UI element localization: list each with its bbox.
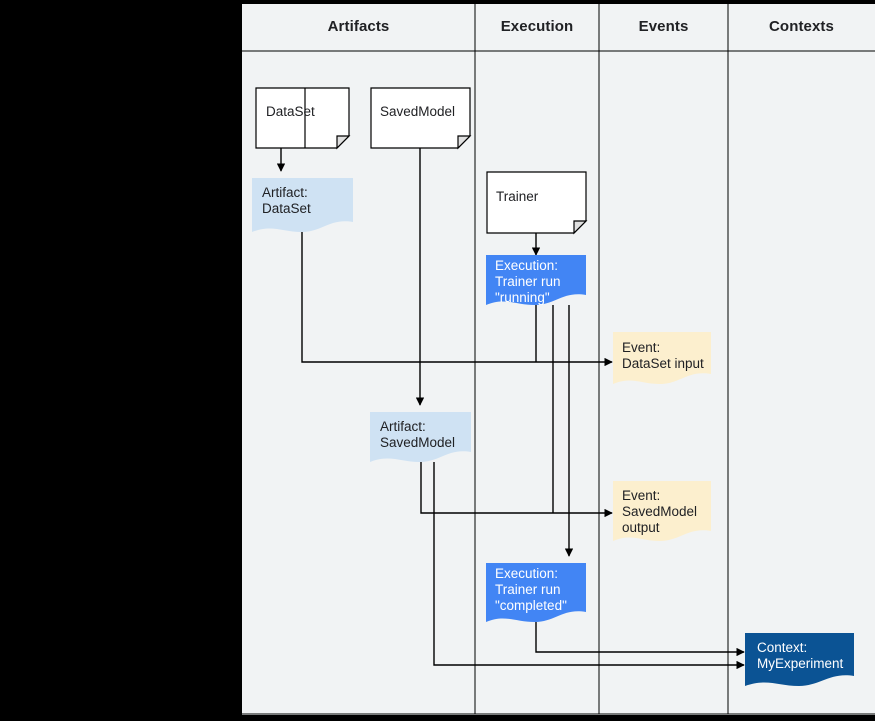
- node-dataset-type[interactable]: [255, 87, 351, 150]
- column-header-contexts: Contexts: [769, 18, 834, 35]
- edge-artifact-savedmodel-to-event-output: [420, 462, 613, 518]
- node-artifact-savedmodel[interactable]: [370, 412, 471, 462]
- edge-execution-completed-to-context: [535, 622, 745, 657]
- column-header-execution: Execution: [500, 18, 574, 35]
- node-event-savedmodel-output[interactable]: [613, 481, 711, 541]
- node-context-myexperiment[interactable]: [745, 633, 854, 686]
- node-execution-running[interactable]: [486, 255, 586, 305]
- node-savedmodel-type[interactable]: [370, 87, 472, 150]
- column-header-events: Events: [638, 18, 689, 35]
- node-event-dataset-input[interactable]: [613, 332, 711, 384]
- column-header-artifacts: Artifacts: [327, 18, 390, 35]
- connectors: [276, 148, 745, 670]
- node-execution-completed[interactable]: [486, 563, 586, 622]
- node-trainer-type[interactable]: [486, 171, 588, 235]
- edge-artifact-dataset-to-event-input: [301, 232, 613, 367]
- node-artifact-dataset[interactable]: [252, 178, 353, 232]
- edge-artifact-savedmodel-to-context: [433, 462, 745, 670]
